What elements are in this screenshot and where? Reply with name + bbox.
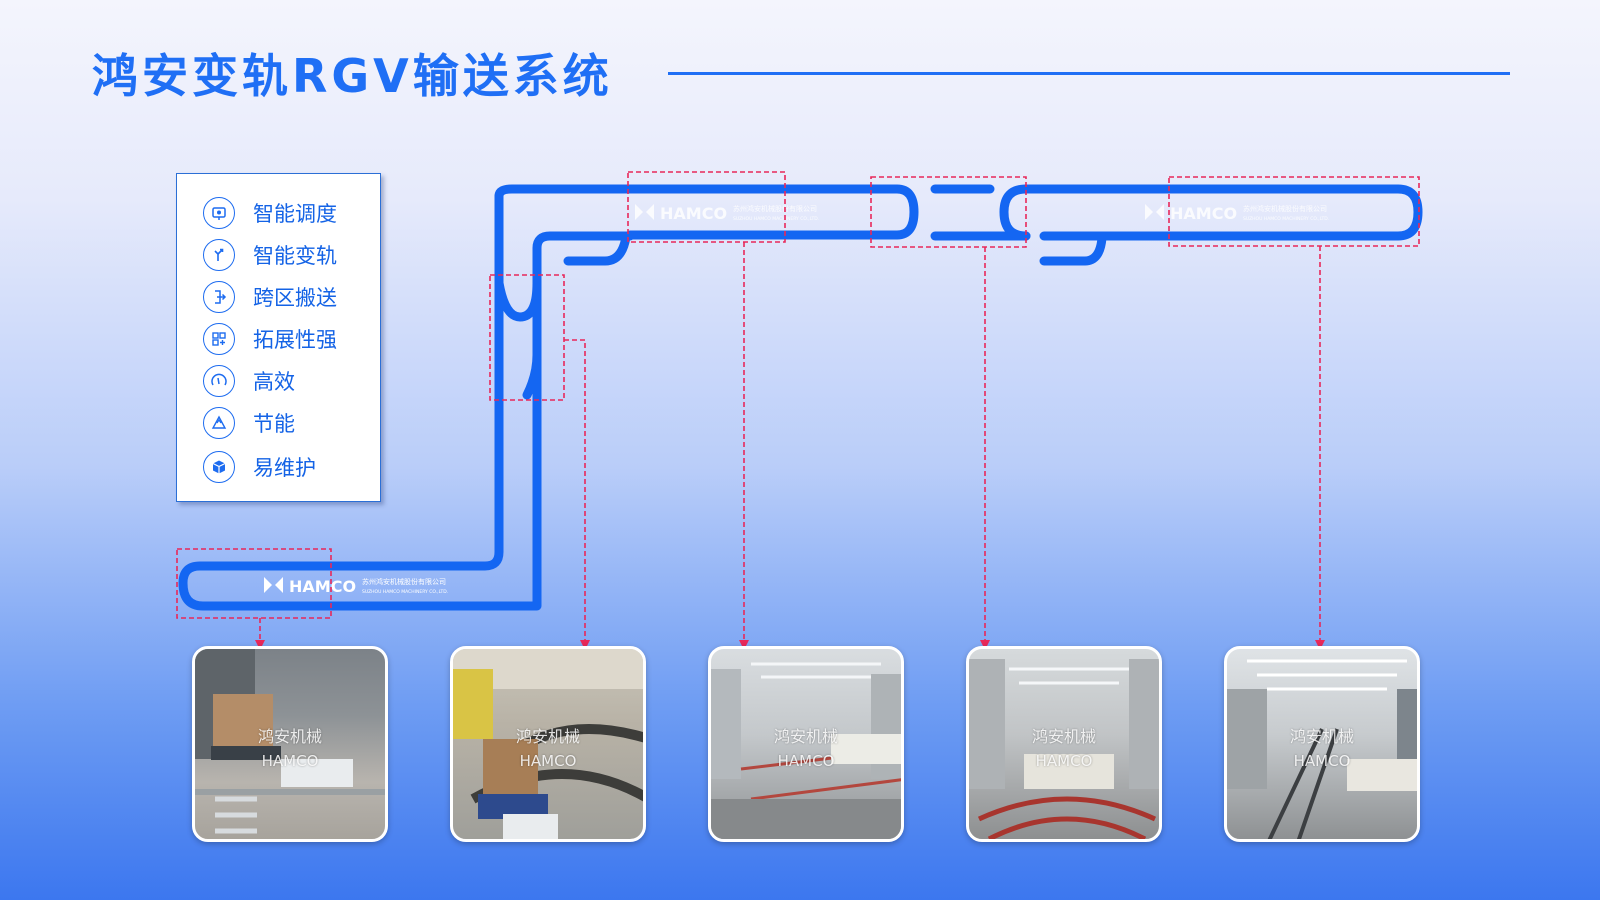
legend-item-switch: 智能变轨 [203, 238, 337, 272]
photo-rgv-1: 鸿安机械 HAMCO [192, 646, 388, 842]
recycle-icon [203, 407, 235, 439]
highlight-box-3 [627, 171, 786, 243]
photo-watermark-cn: 鸿安机械 [515, 727, 580, 746]
photo-rgv-2: 鸿安机械 HAMCO [450, 646, 646, 842]
dispatch-icon [203, 197, 235, 229]
track-top-outer [494, 184, 919, 240]
logo-brand: HAMCO [289, 577, 356, 596]
legend-item-transfer: 跨区搬送 [203, 280, 337, 314]
legend-item-energy: 节能 [203, 406, 295, 440]
logo-company-cn: 苏州鸿安机械股份有限公司 [1243, 204, 1327, 213]
photo-watermark-en: HAMCO [777, 752, 835, 770]
switch-arrow-icon [203, 239, 235, 271]
logo-company-en: SUZHOU HAMCO MACHINERY CO.,LTD. [362, 589, 448, 595]
legend-item-extend: 拓展性强 [203, 322, 337, 356]
legend-label: 高效 [253, 370, 295, 394]
logo-company-en: SUZHOU HAMCO MACHINERY CO.,LTD. [733, 216, 819, 222]
photo-watermark-en: HAMCO [519, 752, 577, 770]
photo-watermark-cn: 鸿安机械 [1289, 727, 1354, 746]
track-logo-right: HAMCO 苏州鸿安机械股份有限公司 SUZHOU HAMCO MACHINER… [1145, 204, 1329, 223]
connector-2 [564, 339, 590, 650]
transfer-icon [203, 281, 235, 313]
photo-rgv-5: 鸿安机械 HAMCO [1224, 646, 1420, 842]
legend-item-efficient: 高效 [203, 364, 295, 398]
logo-company-cn: 苏州鸿安机械股份有限公司 [733, 204, 817, 213]
logo-brand: HAMCO [660, 204, 727, 223]
track-logo-left: HAMCO 苏州鸿安机械股份有限公司 SUZHOU HAMCO MACHINER… [264, 577, 448, 596]
photo-rgv-4: 鸿安机械 HAMCO [966, 646, 1162, 842]
legend-label: 节能 [253, 412, 295, 436]
track-switch-diag [522, 350, 542, 400]
legend-label: 智能变轨 [253, 244, 337, 268]
photo-watermark-en: HAMCO [261, 752, 319, 770]
speed-gauge-icon [203, 365, 235, 397]
track-right-loop [1021, 184, 1423, 241]
track-right-tail [1039, 233, 1107, 266]
title-divider [668, 72, 1510, 75]
legend-label: 智能调度 [253, 202, 337, 226]
photo-watermark-cn: 鸿安机械 [257, 727, 322, 746]
feature-legend: 智能调度 智能变轨 跨区搬送 拓展性强 高效 节能 易维护 [176, 173, 381, 502]
page-title: 鸿安变轨RGV输送系统 [92, 49, 613, 103]
box-maintenance-icon [203, 451, 235, 483]
track-switch-loop [494, 278, 542, 322]
legend-item-maintenance: 易维护 [203, 450, 316, 484]
logo-company-cn: 苏州鸿安机械股份有限公司 [362, 577, 446, 586]
extend-grid-icon [203, 323, 235, 355]
photo-watermark-en: HAMCO [1293, 752, 1351, 770]
track-merge-curve [563, 232, 631, 266]
highlight-box-2 [489, 274, 565, 401]
logo-brand: HAMCO [1170, 204, 1237, 223]
legend-label: 易维护 [253, 456, 316, 480]
track-mid-curve [999, 184, 1031, 241]
highlight-box-1 [176, 548, 332, 619]
legend-label: 跨区搬送 [253, 286, 337, 310]
photo-watermark-cn: 鸿安机械 [1031, 727, 1096, 746]
photo-watermark-en: HAMCO [1035, 752, 1093, 770]
legend-item-dispatch: 智能调度 [203, 196, 337, 230]
track-logo-top: HAMCO 苏州鸿安机械股份有限公司 SUZHOU HAMCO MACHINER… [635, 204, 819, 223]
photo-rgv-3: 鸿安机械 HAMCO [708, 646, 904, 842]
logo-company-en: SUZHOU HAMCO MACHINERY CO.,LTD. [1243, 216, 1329, 222]
legend-label: 拓展性强 [253, 328, 337, 352]
track-loop-bottom-left [178, 191, 635, 611]
photo-watermark-cn: 鸿安机械 [773, 727, 838, 746]
highlight-box-5 [1168, 176, 1420, 247]
